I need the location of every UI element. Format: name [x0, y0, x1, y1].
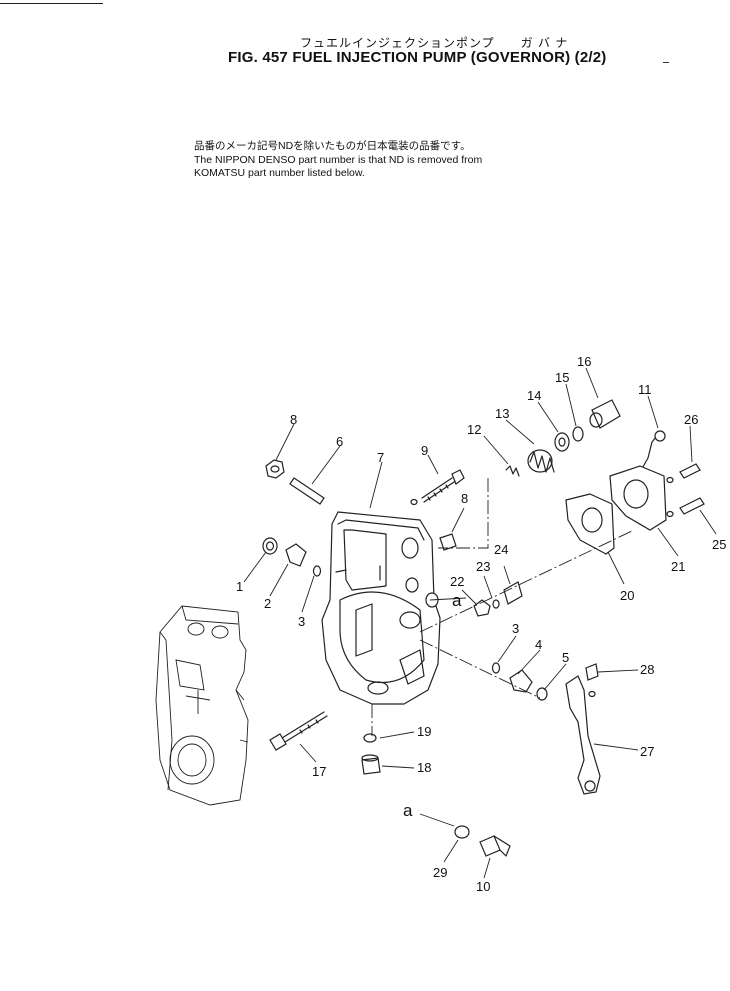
title-japanese: フュエルインジェクションポンプ ガ バ ナ [300, 36, 569, 50]
callout-9: 9 [421, 443, 428, 458]
callout-27: 27 [640, 744, 654, 759]
callout-2: 2 [264, 596, 271, 611]
note-japanese: 品番のメーカ記号NDを除いたものが日本電装の品番です。 [194, 140, 471, 152]
figure-title: FIG. 457 FUEL INJECTION PUMP (GOVERNOR) … [228, 49, 607, 66]
parts-drawing [262, 399, 705, 857]
callout-5: 5 [562, 650, 569, 665]
callout-22: 22 [450, 574, 464, 589]
callout-28: 28 [640, 662, 654, 677]
callout-21: 21 [671, 559, 685, 574]
callout-3-right: 3 [512, 621, 519, 636]
callout-17: 17 [312, 764, 326, 779]
callout-1: 1 [236, 579, 243, 594]
pump-body-drawing [155, 605, 249, 806]
callout-4: 4 [535, 637, 542, 652]
leader-lines [243, 367, 717, 879]
callout-15: 15 [555, 370, 569, 385]
callout-7: 7 [377, 450, 384, 465]
reference-a-bottom: a [403, 801, 413, 820]
callout-11: 11 [638, 382, 652, 397]
callout-6: 6 [336, 434, 343, 449]
callout-16: 16 [577, 354, 591, 369]
corner-dash [663, 62, 669, 63]
callout-19: 19 [417, 724, 431, 739]
callout-24: 24 [494, 542, 508, 557]
top-rule [0, 3, 103, 4]
callout-29: 29 [433, 865, 447, 880]
callout-26: 26 [684, 412, 698, 427]
callout-3-left: 3 [298, 614, 305, 629]
reference-a-housing: a [452, 591, 462, 610]
callout-12: 12 [467, 422, 481, 437]
callout-18: 18 [417, 760, 431, 775]
callout-20: 20 [620, 588, 634, 603]
callout-8-lower: 8 [461, 491, 468, 506]
callout-23: 23 [476, 559, 490, 574]
callout-25: 25 [712, 537, 726, 552]
callout-14: 14 [527, 388, 541, 403]
callout-8-top: 8 [290, 412, 297, 427]
note-english-line-2: KOMATSU part number listed below. [194, 167, 365, 179]
note-english-line-1: The NIPPON DENSO part number is that ND … [194, 153, 483, 166]
part-number-note: 品番のメーカ記号NDを除いたものが日本電装の品番です。 The NIPPON D… [194, 140, 482, 181]
governor-housing-drawing [321, 511, 441, 705]
callout-10: 10 [476, 879, 490, 894]
callout-labels: 8 6 7 9 8 12 13 14 15 16 11 26 25 21 20 … [236, 354, 726, 894]
callout-13: 13 [495, 406, 509, 421]
